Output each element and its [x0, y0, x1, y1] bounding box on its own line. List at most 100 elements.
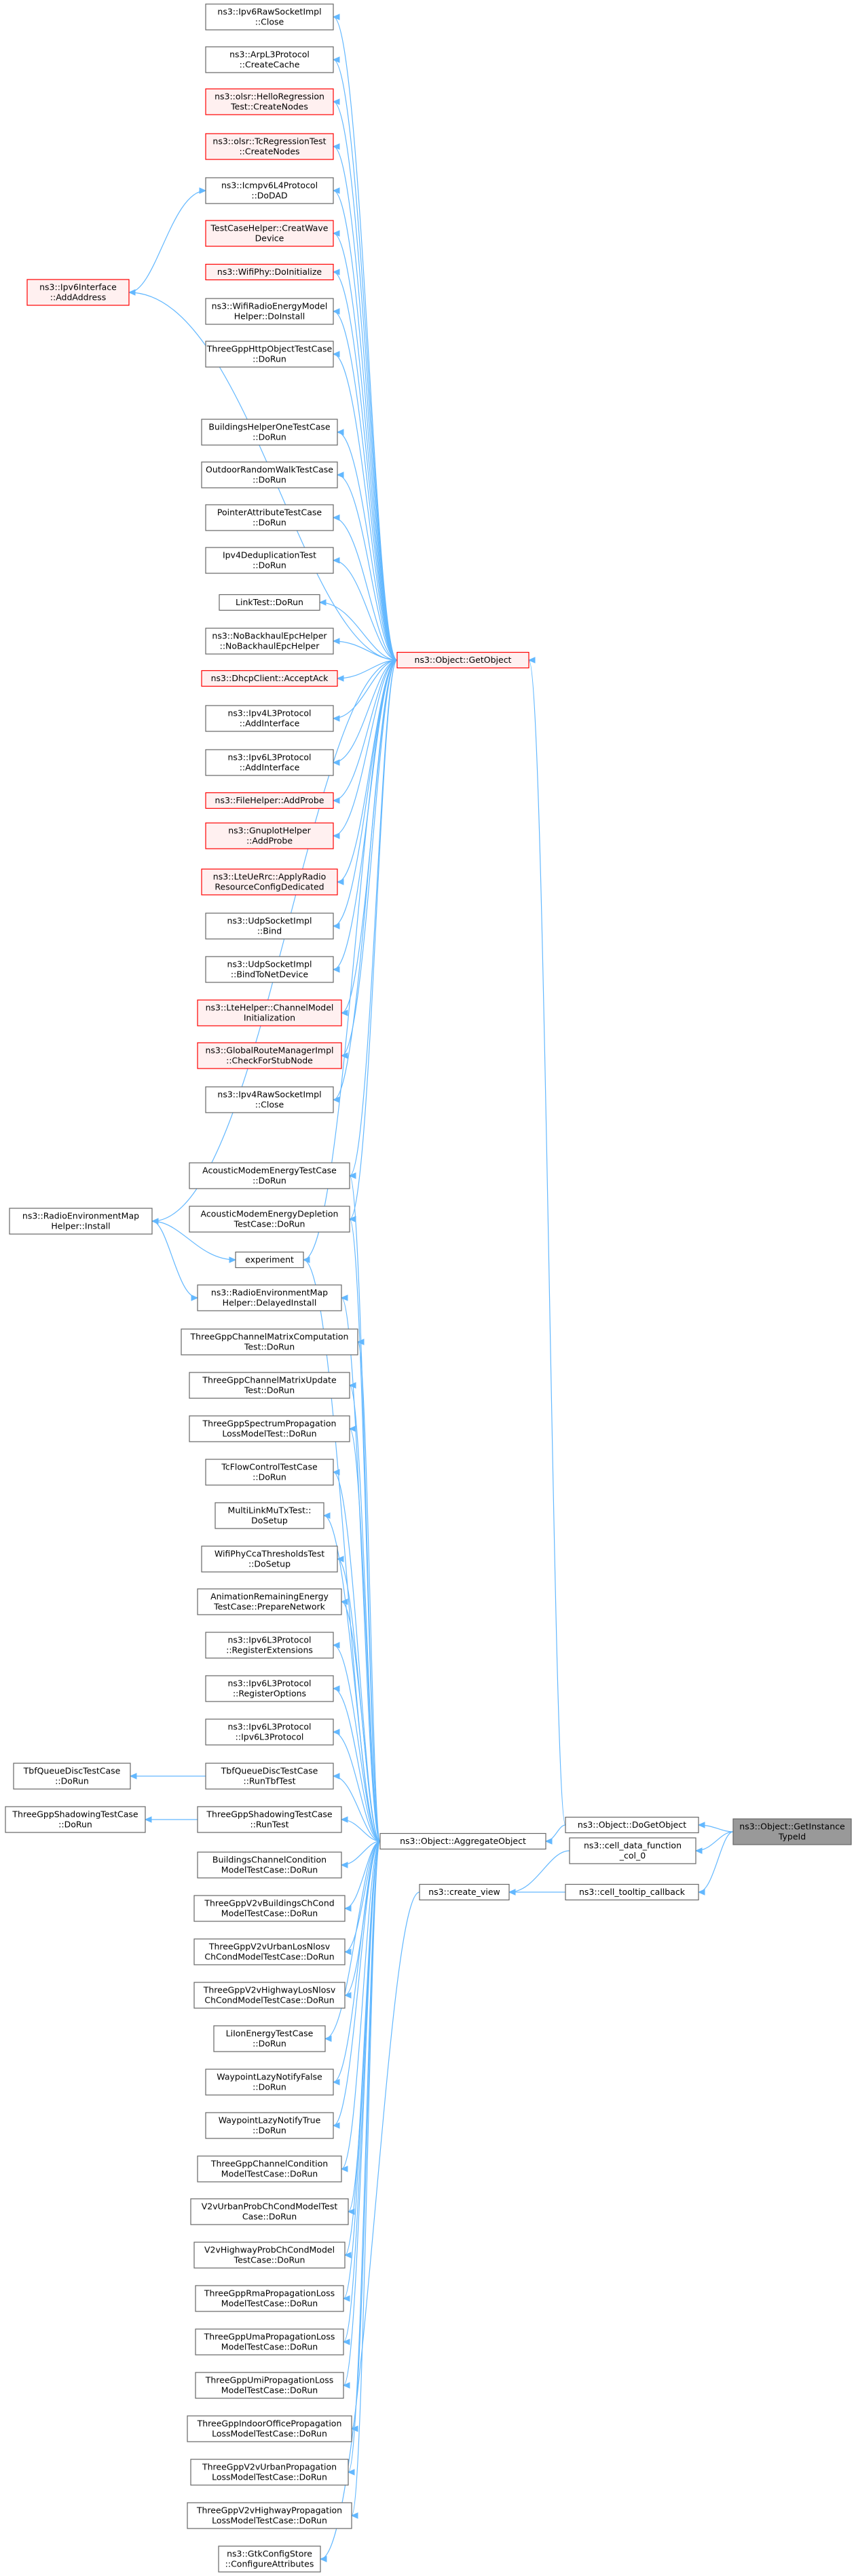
- node-box: [189, 1372, 350, 1399]
- node-n26[interactable]: AcousticModemEnergyTestCase::DoRun: [189, 1162, 350, 1189]
- node-celldata[interactable]: ns3::cell_data_function_col_0: [569, 1837, 696, 1864]
- node-n2[interactable]: ns3::olsr::HelloRegressionTest::CreateNo…: [205, 88, 334, 115]
- node-n10[interactable]: OutdoorRandomWalkTestCase::DoRun: [201, 461, 338, 488]
- node-n39[interactable]: ns3::Ipv6L3Protocol::Ipv6L3Protocol: [205, 1718, 334, 1746]
- node-box: [13, 1763, 131, 1790]
- node-n30[interactable]: ThreeGppChannelMatrixComputationTest::Do…: [181, 1328, 358, 1356]
- edge-line: [341, 659, 398, 1056]
- node-n38[interactable]: ns3::Ipv6L3Protocol::RegisterOptions: [205, 1675, 334, 1702]
- node-n0[interactable]: ns3::Ipv6RawSocketImpl::Close: [205, 3, 334, 31]
- node-n4[interactable]: ns3::Icmpv6L4Protocol::DoDAD: [205, 177, 334, 204]
- node-n17[interactable]: ns3::Ipv6L3Protocol::AddInterface: [205, 749, 334, 776]
- node-n54[interactable]: ThreeGppUmiPropagationLossModelTestCase:…: [195, 2372, 344, 2399]
- node-n41[interactable]: ThreeGppShadowingTestCase::RunTest: [197, 1806, 342, 1833]
- node-n24[interactable]: ns3::GlobalRouteManagerImpl::CheckForStu…: [197, 1042, 342, 1069]
- node-n29[interactable]: ns3::RadioEnvironmentMapHelper::DelayedI…: [197, 1284, 342, 1311]
- node-n13[interactable]: LinkTest::DoRun: [219, 594, 320, 611]
- node-n32[interactable]: ThreeGppSpectrumPropagationLossModelTest…: [189, 1415, 350, 1442]
- node-n37[interactable]: ns3::Ipv6L3Protocol::RegisterExtensions: [205, 1632, 334, 1659]
- node-n19[interactable]: ns3::GnuplotHelper::AddProbe: [205, 822, 334, 849]
- node-label: Test::DoRun: [244, 1385, 295, 1396]
- node-n55[interactable]: ThreeGppIndoorOfficePropagationLossModel…: [187, 2415, 352, 2442]
- node-n56[interactable]: ThreeGppV2vUrbanPropagationLossModelTest…: [190, 2459, 349, 2486]
- node-n23[interactable]: ns3::LteHelper::ChannelModelInitializati…: [197, 999, 342, 1026]
- node-label: TestCase::PrepareNetwork: [213, 1602, 326, 1612]
- node-shadowrun[interactable]: ThreeGppShadowingTestCase::DoRun: [5, 1806, 146, 1833]
- node-dogetobject[interactable]: ns3::Object::DoGetObject: [565, 1816, 699, 1834]
- node-n42[interactable]: BuildingsChannelConditionModelTestCase::…: [197, 1851, 342, 1879]
- node-box: [190, 2198, 349, 2225]
- node-n53[interactable]: ThreeGppUmaPropagationLossModelTestCase:…: [195, 2328, 344, 2356]
- node-n49[interactable]: ThreeGppChannelConditionModelTestCase::D…: [197, 2155, 342, 2183]
- node-n46[interactable]: LiIonEnergyTestCase::DoRun: [213, 2025, 326, 2052]
- node-createview[interactable]: ns3::create_view: [419, 1883, 510, 1901]
- node-n21[interactable]: ns3::UdpSocketImpl::Bind: [205, 912, 334, 940]
- node-label: TestCase::DoRun: [234, 1219, 305, 1229]
- node-n8[interactable]: ThreeGppHttpObjectTestCase::DoRun: [205, 341, 334, 368]
- edge-line: [333, 101, 398, 661]
- edge-getobject-to-dogetobject: [527, 657, 566, 1826]
- node-aggregate[interactable]: ns3::Object::AggregateObject: [379, 1832, 546, 1850]
- node-n33[interactable]: TcFlowControlTestCase::DoRun: [205, 1459, 334, 1486]
- node-n14[interactable]: ns3::NoBackhaulEpcHelper::NoBackhaulEpcH…: [205, 628, 334, 655]
- node-label: Ipv4DeduplicationTest: [223, 550, 316, 560]
- node-n48[interactable]: WaypointLazyNotifyTrue::DoRun: [205, 2112, 334, 2139]
- node-n40[interactable]: TbfQueueDiscTestCase::RunTbfTest: [205, 1763, 334, 1790]
- node-n3[interactable]: ns3::olsr::TcRegressionTest::CreateNodes: [205, 133, 334, 160]
- node-label: ThreeGppHttpObjectTestCase: [206, 344, 333, 354]
- node-n28[interactable]: experiment: [235, 1251, 304, 1269]
- node-n18[interactable]: ns3::FileHelper::AddProbe: [205, 792, 334, 809]
- node-n27[interactable]: AcousticModemEnergyDepletionTestCase::Do…: [189, 1206, 350, 1233]
- node-label: ::CreateNodes: [239, 147, 299, 157]
- arrowhead: [697, 1889, 705, 1896]
- node-label: ModelTestCase::DoRun: [221, 1865, 318, 1875]
- node-n52[interactable]: ThreeGppRmaPropagationLossModelTestCase:…: [195, 2285, 344, 2312]
- node-n45[interactable]: ThreeGppV2vHighwayLosNlosvChCondModelTes…: [193, 1982, 346, 2009]
- edge-line: [344, 1841, 381, 1953]
- node-n47[interactable]: WaypointLazyNotifyFalse::DoRun: [205, 2069, 334, 2096]
- node-n12[interactable]: Ipv4DeduplicationTest::DoRun: [205, 547, 334, 574]
- node-n44[interactable]: ThreeGppV2vUrbanLosNlosvChCondModelTestC…: [193, 1938, 346, 1965]
- node-getobject[interactable]: ns3::Object::GetObject: [396, 651, 529, 669]
- edge-line: [343, 1841, 381, 2386]
- node-n43[interactable]: ThreeGppV2vBuildingsChCondModelTestCase:…: [193, 1895, 346, 1922]
- node-n20[interactable]: ns3::LteUeRrc::ApplyRadioResourceConfigD…: [201, 868, 338, 896]
- node-n15[interactable]: ns3::DhcpClient::AcceptAck: [201, 670, 338, 687]
- node-tbfrun[interactable]: TbfQueueDiscTestCase::DoRun: [13, 1763, 131, 1790]
- node-box: [9, 1208, 153, 1235]
- node-n1[interactable]: ns3::ArpL3Protocol::CreateCache: [205, 46, 334, 73]
- arrowhead: [350, 2512, 358, 2519]
- node-n7[interactable]: ns3::WifiRadioEnergyModelHelper::DoInsta…: [205, 298, 334, 325]
- arrowhead: [332, 230, 340, 237]
- edge-n54-to-aggregate: [342, 1841, 381, 2389]
- node-ipv6if[interactable]: ns3::Ipv6Interface::AddAddress: [26, 279, 130, 306]
- node-n34[interactable]: MultiLinkMuTxTest::DoSetup: [215, 1502, 324, 1529]
- node-n57[interactable]: ThreeGppV2vHighwayPropagationLossModelTe…: [187, 2502, 352, 2529]
- node-box: [205, 956, 334, 983]
- node-n6[interactable]: ns3::WifiPhy::DoInitialize: [205, 263, 334, 281]
- node-n36[interactable]: AnimationRemainingEnergyTestCase::Prepar…: [197, 1588, 342, 1615]
- node-n22[interactable]: ns3::UdpSocketImpl::BindToNetDevice: [205, 956, 334, 983]
- arrowhead: [322, 1512, 331, 1519]
- arrowhead: [332, 1685, 340, 1692]
- node-n16[interactable]: ns3::Ipv4L3Protocol::AddInterface: [205, 705, 334, 732]
- node-label: WaypointLazyNotifyTrue: [219, 2115, 321, 2126]
- edge-n29-to-remhelper: [151, 1220, 199, 1301]
- node-label: V2vUrbanProbChCondModelTest: [202, 2202, 338, 2212]
- edge-n23-to-getobject: [340, 659, 398, 1016]
- node-n9[interactable]: BuildingsHelperOneTestCase::DoRun: [201, 419, 338, 446]
- node-n11[interactable]: PointerAttributeTestCase::DoRun: [205, 504, 334, 531]
- node-n35[interactable]: WifiPhyCcaThresholdsTest::DoSetup: [201, 1545, 338, 1573]
- node-celltooltip[interactable]: ns3::cell_tooltip_callback: [565, 1883, 699, 1901]
- node-n25[interactable]: ns3::Ipv4RawSocketImpl::Close: [205, 1086, 334, 1113]
- node-box: [205, 3, 334, 31]
- node-n58[interactable]: ns3::GtkConfigStore::ConfigureAttributes: [218, 2545, 321, 2573]
- edge-n0-to-getobject: [332, 14, 398, 661]
